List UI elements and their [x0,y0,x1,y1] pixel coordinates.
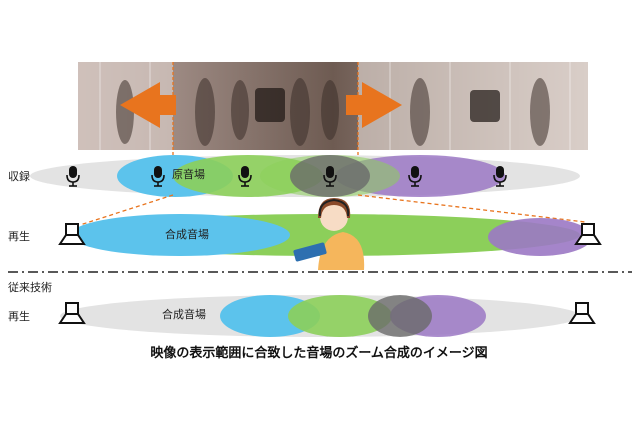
synthesized-sound-field-label: 合成音場 [165,227,209,241]
zoom-right-arrow-icon [346,82,402,128]
concert-photo [78,62,588,150]
zoom-left-arrow-icon [120,82,176,128]
recording-label: 収録 [8,169,30,183]
playback-label: 再生 [8,229,30,243]
zoom-projection-right [357,194,586,223]
figure-caption: 映像の表示範囲に合致した音場のズーム合成のイメージ図 [150,345,487,361]
conventional-technique-label: 従来技術 [8,281,52,294]
synthesized-sound-field-label-conventional: 合成音場 [162,307,206,321]
conventional-sound-field [60,295,580,337]
playback-label-conventional: 再生 [8,309,30,323]
original-sound-field-label: 原音場 [172,167,205,181]
listener-with-tablet [293,198,365,270]
playback-sound-field [70,214,592,256]
recording-sound-field [30,155,580,197]
zoom-projection-left [79,194,174,226]
